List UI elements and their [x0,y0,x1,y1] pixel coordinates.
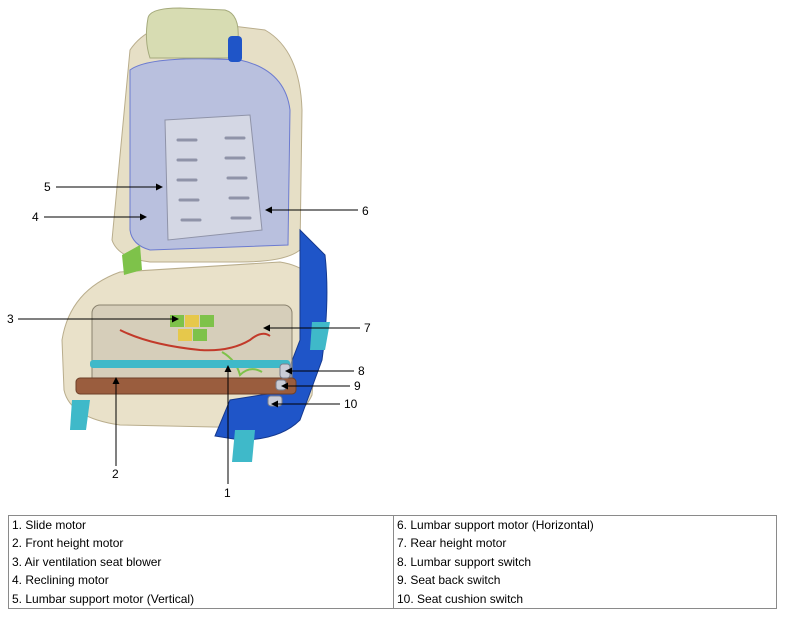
legend-item: 5. Lumbar support motor (Vertical) [12,591,195,606]
rear-leg [310,322,330,350]
legend-item: 7. Rear height motor [397,536,507,551]
callout-2: 2 [112,467,119,481]
headrest-latch [228,36,242,62]
parts-legend-table: 1. Slide motor 2. Front height motor 3. … [8,515,777,609]
seat-diagram: 1 2 3 4 5 6 7 8 9 10 [7,7,371,500]
legend-item: 6. Lumbar support motor (Horizontal) [397,518,594,532]
callout-4: 4 [32,210,39,224]
legend-item: 2. Front height motor [12,536,124,551]
callout-10: 10 [344,397,358,411]
front-leg-left [70,400,90,430]
legend-item: 4. Reclining motor [12,573,109,588]
callout-6: 6 [362,204,369,218]
wiring-harness [119,329,271,352]
headrest [145,7,239,59]
legend-item: 9. Seat back switch [397,573,501,588]
callout-8: 8 [358,364,365,378]
callout-5: 5 [44,180,51,194]
callout-3: 3 [7,312,14,326]
back-bracket [122,245,142,275]
callout-7: 7 [364,321,371,335]
legend-item: 1. Slide motor [12,518,87,532]
heater-wire [221,351,263,377]
legend-item: 3. Air ventilation seat blower [12,554,162,569]
lumbar-support-plate [164,114,263,241]
legend-item: 10. Seat cushion switch [397,591,524,606]
lumbar-slots [176,136,252,222]
slide-rail [75,377,297,395]
front-leg-right [232,430,255,462]
legend-column-right: 6. Lumbar support motor (Horizontal) 7. … [393,515,777,609]
legend-row: 1. Slide motor 2. Front height motor 3. … [8,515,777,609]
callout-9: 9 [354,379,361,393]
legend-column-left: 1. Slide motor 2. Front height motor 3. … [8,515,394,609]
leader-lines [18,183,360,484]
cross-tube [90,360,290,368]
callout-1: 1 [224,486,231,500]
legend-item: 8. Lumbar support switch [397,554,532,569]
